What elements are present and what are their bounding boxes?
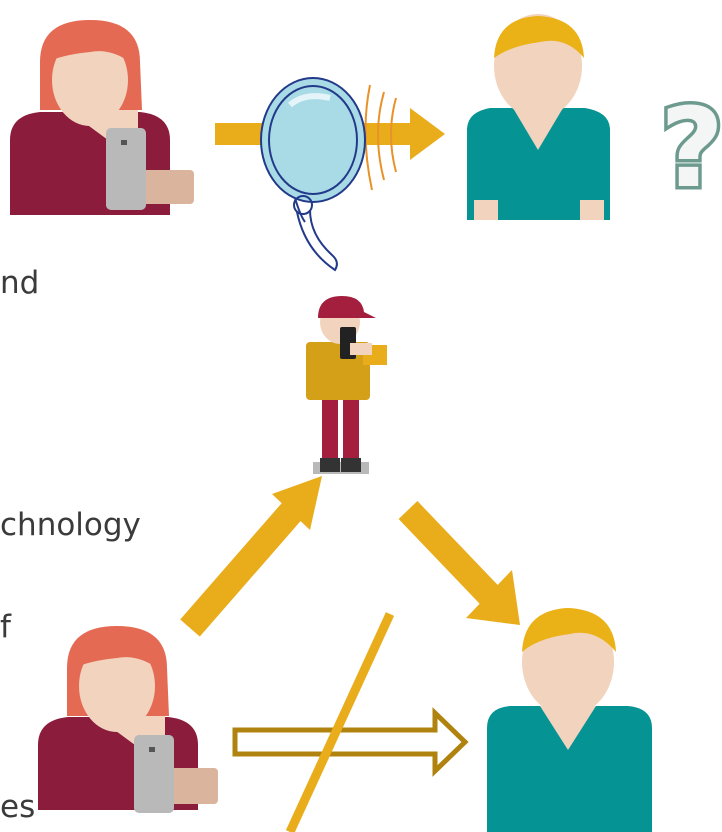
arrow-diagonal-up <box>180 476 322 637</box>
text-fragment-1: nd <box>0 265 40 301</box>
text-fragment-2: chnology <box>0 507 141 543</box>
arrow-diagonal-down <box>398 501 520 625</box>
magnifying-glass-icon <box>260 77 397 272</box>
woman-with-phone-top <box>10 20 194 215</box>
question-mark: ? <box>660 84 722 212</box>
man-bottom <box>487 608 652 832</box>
text-fragment-4: es <box>0 789 36 825</box>
not-equal-slash-icon <box>285 612 395 832</box>
man-top <box>467 14 610 220</box>
smartphone-icon <box>134 735 174 813</box>
arrow-outlined <box>232 707 469 777</box>
smartphone-icon <box>106 128 146 210</box>
text-fragment-3: f <box>0 609 11 645</box>
delivery-man <box>306 296 387 474</box>
woman-with-phone-bottom <box>38 626 218 813</box>
